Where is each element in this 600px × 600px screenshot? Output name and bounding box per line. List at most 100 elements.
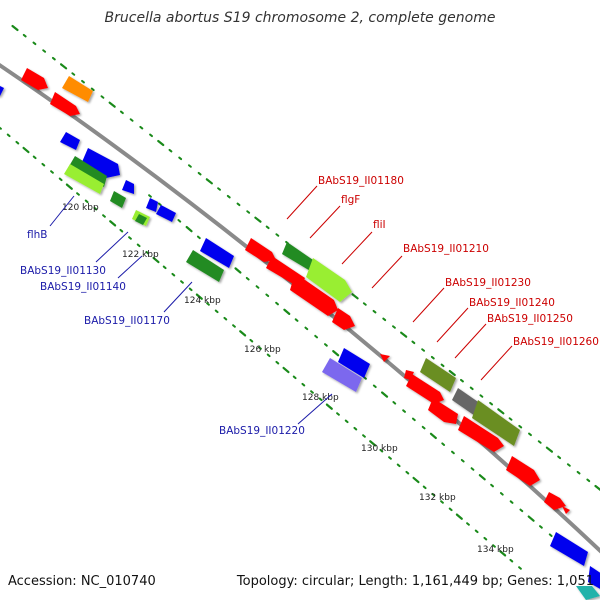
tick-mark <box>508 417 513 421</box>
gene-arrow[interactable] <box>60 132 80 150</box>
tick-mark <box>42 49 47 53</box>
tick-mark <box>455 513 463 520</box>
gene-arrow[interactable] <box>21 68 48 90</box>
gene-arrow[interactable] <box>544 492 566 510</box>
tick-mark <box>232 324 236 328</box>
gene-arrow[interactable] <box>64 164 104 194</box>
gene-arrow[interactable] <box>200 238 234 268</box>
tick-mark <box>100 95 105 99</box>
tick-mark <box>258 346 262 350</box>
tick-mark <box>246 210 251 214</box>
tick-mark <box>205 178 213 185</box>
gene-arrow[interactable] <box>156 205 176 222</box>
tick-mark <box>314 334 319 339</box>
tick-mark <box>217 187 221 191</box>
gene-arrow[interactable] <box>576 586 600 600</box>
forward-gene-labels: BAbS19_II01180 flgF fliI BAbS19_II01210 … <box>286 175 599 381</box>
scale-label-134: 134 kbp <box>477 545 514 555</box>
gene-label-BAbS19_II01180[interactable]: BAbS19_II01180 <box>318 175 404 187</box>
tick-mark <box>483 536 488 541</box>
gene-arrow[interactable] <box>472 400 520 446</box>
tick-mark <box>351 293 359 300</box>
gene-arrow[interactable] <box>245 238 276 262</box>
tick-mark <box>188 287 193 292</box>
tick-mark <box>245 276 250 281</box>
gene-label-BAbS19_II01140[interactable]: BAbS19_II01140 <box>40 281 126 293</box>
gene-label-BAbS19_II01230[interactable]: BAbS19_II01230 <box>445 277 531 289</box>
tick-mark <box>157 139 165 147</box>
gene-arrow[interactable] <box>506 456 540 486</box>
gene-arrow[interactable] <box>306 258 352 302</box>
gene-label-BAbS19_II01210[interactable]: BAbS19_II01210 <box>403 243 489 255</box>
gene-label-fliI[interactable]: fliI <box>373 219 386 231</box>
gene-arrow[interactable] <box>290 273 338 316</box>
tick-mark <box>318 397 323 402</box>
gene-arrow[interactable] <box>122 180 134 194</box>
gene-label-BAbS19_II01130[interactable]: BAbS19_II01130 <box>20 265 106 277</box>
gene-arrow[interactable] <box>0 84 4 96</box>
gene-arrow[interactable] <box>588 566 600 590</box>
tick-mark <box>197 171 202 176</box>
tick-mark <box>41 162 46 167</box>
tick-mark <box>22 146 30 154</box>
tick-mark <box>336 412 340 416</box>
tick-mark <box>527 515 535 522</box>
gene-arrow[interactable] <box>146 198 158 212</box>
gene-arrow[interactable] <box>406 374 444 404</box>
gene-arrow[interactable] <box>380 354 390 362</box>
tick-mark <box>265 293 270 298</box>
gene-arrow[interactable] <box>338 348 370 378</box>
gene-arrow[interactable] <box>62 76 93 102</box>
tick-mark <box>139 125 144 130</box>
tick-mark <box>411 340 416 345</box>
tick-mark <box>372 309 377 314</box>
tick-mark <box>429 432 437 440</box>
tick-mark <box>254 216 262 223</box>
gene-arrow[interactable] <box>82 148 120 178</box>
gene-label-BAbS19_II01220[interactable]: BAbS19_II01220 <box>219 425 305 437</box>
tick-mark <box>255 285 260 289</box>
tick-mark <box>11 24 19 32</box>
gene-label-flhB[interactable]: flhB <box>27 229 47 241</box>
gene-arrow[interactable] <box>282 242 316 272</box>
gene-arrow[interactable] <box>404 370 414 380</box>
tick-mark <box>545 446 554 453</box>
tick-mark <box>402 409 407 413</box>
tick-mark <box>421 348 426 352</box>
tick-mark <box>451 450 455 455</box>
gene-arrow[interactable] <box>135 214 147 225</box>
gene-arrow[interactable] <box>550 532 588 566</box>
gene-arrow[interactable] <box>186 250 224 282</box>
gene-label-BAbS19_II01250[interactable]: BAbS19_II01250 <box>487 313 573 325</box>
outer-tick-ring <box>11 24 600 491</box>
gene-arrow[interactable] <box>458 416 504 452</box>
scale-label-124: 124 kbp <box>184 296 221 306</box>
gene-arrow[interactable] <box>332 308 355 330</box>
tick-mark <box>148 194 152 198</box>
gene-label-BAbS19_II01260[interactable]: BAbS19_II01260 <box>513 336 599 348</box>
tick-mark <box>586 478 591 483</box>
tick-mark <box>499 550 507 557</box>
tick-mark <box>479 394 484 398</box>
tick-mark <box>372 384 377 389</box>
gene-arrow[interactable] <box>50 92 80 116</box>
tick-mark <box>226 194 231 199</box>
tick-mark <box>180 280 184 284</box>
gene-arrow[interactable] <box>110 191 126 208</box>
tick-mark <box>323 343 328 347</box>
scale-label-128: 128 kbp <box>302 393 339 403</box>
tick-mark <box>32 41 37 46</box>
gene-arrow[interactable] <box>68 156 107 187</box>
gene-label-BAbS19_II01240[interactable]: BAbS19_II01240 <box>469 297 555 309</box>
gene-label-BAbS19_II01170[interactable]: BAbS19_II01170 <box>84 315 170 327</box>
tick-mark <box>392 325 396 329</box>
gene-label-flgF[interactable]: flgF <box>341 194 360 206</box>
tick-mark <box>265 225 270 230</box>
tick-mark <box>239 330 247 337</box>
map-title: Brucella abortus S19 chromosome 2, compl… <box>105 10 496 26</box>
gene-arrow[interactable] <box>322 358 362 392</box>
gene-arrow[interactable] <box>562 506 570 514</box>
tick-mark <box>84 199 89 204</box>
gene-arrow[interactable] <box>428 398 458 424</box>
gene-arrow[interactable] <box>420 358 456 392</box>
